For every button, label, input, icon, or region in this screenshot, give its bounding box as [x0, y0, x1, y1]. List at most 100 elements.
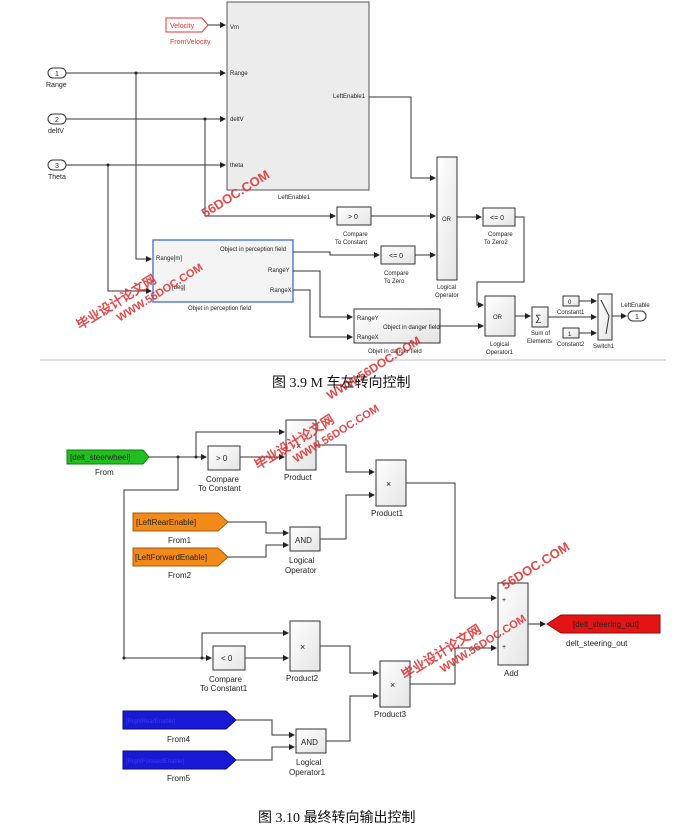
from5-label: From5	[167, 774, 191, 783]
fig2-compare-to-constant[interactable]: > 0 Compare To Constant	[198, 445, 241, 493]
fig2-cmp-const1-l2: To Constant1	[200, 684, 248, 693]
compare-to-zero-block[interactable]: <= 0 Compare To Zero	[380, 245, 416, 285]
port-left-enable1-out: LeftEnable1	[333, 94, 366, 100]
product1-block[interactable]: × Product1	[371, 459, 407, 518]
product3-label: Product3	[374, 710, 407, 719]
cmp-zero2-sym: <= 0	[490, 215, 504, 222]
constant2-block[interactable]: 1 Constant2	[557, 327, 585, 348]
danger-in-rangex: RangeX	[357, 335, 379, 341]
inport-theta[interactable]: 3 Theta	[47, 159, 67, 181]
and2-l2: Operator1	[289, 768, 326, 777]
from-tag-text: [delt_steerwheel]	[70, 453, 130, 462]
const2-label: Constant2	[557, 342, 585, 348]
or1-l2: Operator	[435, 293, 459, 299]
from1-left-rear-tag[interactable]: [LeftRearEnable] From1	[132, 512, 229, 545]
inport-deltv-label: deltV	[48, 128, 64, 135]
or2-l1: Logical	[490, 342, 509, 348]
left-enable1-subsystem[interactable]: Vm Range deltV theta LeftEnable1 LeftEna…	[226, 1, 370, 201]
and2-sym: AND	[301, 738, 318, 747]
perception-in-range: Range[m]	[156, 256, 182, 262]
compare-to-constant-block[interactable]: > 0 Compare To Constant	[335, 206, 372, 246]
sum-of-elements-block[interactable]: ∑ Sum of Elements	[527, 306, 552, 345]
fig2-wires	[122, 429, 546, 761]
from5-right-forward-tag[interactable]: [RightForwardEnable] From5	[122, 750, 237, 783]
from2-tag-text: [LeftForwardEnable]	[135, 553, 207, 562]
and1-l2: Operator	[285, 566, 317, 575]
from-steerwheel-tag[interactable]: [delt_steerwheel] From	[66, 449, 150, 477]
fig2-cmp-const-l1: Compare	[206, 475, 239, 484]
product-sym: ×	[296, 441, 301, 451]
from4-right-rear-tag[interactable]: [RightRearEnable] From4	[122, 710, 237, 744]
from2-left-forward-tag[interactable]: [LeftForwardEnable] From2	[132, 547, 229, 580]
goto-label: delt_steering_out	[566, 639, 628, 648]
port-vm: Vm	[230, 25, 239, 31]
product-block[interactable]: × Product	[284, 419, 317, 482]
or2-sym: OR	[493, 315, 503, 321]
perception-out-rangex: RangeX	[270, 288, 292, 294]
cmp-zero2-l2: To Zero2	[484, 240, 508, 246]
add-label: Add	[504, 669, 518, 678]
inport-deltv[interactable]: 2 deltV	[47, 113, 67, 135]
product-label: Product	[284, 473, 312, 482]
from4-tag-text: [RightRearEnable]	[126, 719, 175, 725]
fig2-cmp-const-l2: To Constant	[198, 484, 241, 493]
outport-num: 1	[635, 314, 639, 321]
product2-label: Product2	[286, 674, 319, 683]
from4-label: From4	[167, 735, 191, 744]
const2-val: 1	[568, 332, 572, 338]
from-velocity-label: FromVelocity	[170, 39, 211, 46]
goto-steering-out-tag[interactable]: [delt_steering_out] delt_steering_out	[546, 614, 661, 648]
outport-label: LeftEnable	[621, 303, 650, 309]
compare-to-zero2-block[interactable]: <= 0 Compare To Zero2	[482, 207, 516, 246]
perception-in-deg: [deg]	[172, 285, 186, 291]
sum-el-sym: ∑	[535, 313, 541, 323]
and-logical-operator[interactable]: AND Logical Operator	[285, 526, 321, 575]
inport-range[interactable]: 1 Range	[46, 67, 67, 89]
or2-l2: Operator1	[486, 350, 514, 356]
figure-1: Velocity FromVelocity 1 Range 2 deltV 3 …	[40, 1, 666, 361]
fig2-compare-to-constant1[interactable]: < 0 Compare To Constant1	[200, 645, 248, 693]
from2-label: From2	[168, 571, 192, 580]
from-label: From	[95, 468, 114, 477]
sum-el-l2: Elements	[527, 339, 552, 345]
or-logical-operator1[interactable]: OR Logical Operator1	[484, 295, 516, 356]
from-velocity-block[interactable]: Velocity FromVelocity	[165, 17, 211, 46]
inport-theta-num: 3	[55, 163, 59, 170]
product1-label: Product1	[371, 509, 404, 518]
and2-l1: Logical	[296, 758, 322, 767]
fig1-wires	[66, 22, 627, 340]
inport-theta-label: Theta	[48, 174, 66, 181]
perception-out-object: Object in perception field	[220, 247, 286, 253]
or-logical-operator[interactable]: OR Logical Operator	[435, 156, 459, 299]
left-enable1-name: LeftEnable1	[278, 195, 311, 201]
cmp-zero-l1: Compare	[384, 271, 409, 277]
fig2-cmp-const1-l1: Compare	[209, 675, 242, 684]
figure-1-caption: 图 3.9 M 车左转向控制	[272, 376, 411, 391]
and-logical-operator1[interactable]: AND Logical Operator1	[289, 728, 327, 777]
figure-2: [delt_steerwheel] From [LeftRearEnable] …	[66, 419, 661, 783]
product2-sym: ×	[300, 642, 305, 652]
fig2-cmp-const1-sym: < 0	[221, 654, 233, 663]
from1-tag-text: [LeftRearEnable]	[136, 518, 196, 527]
cmp-const-l2: To Constant	[335, 240, 367, 246]
const1-label: Constant1	[557, 310, 585, 316]
from1-label: From1	[168, 536, 192, 545]
switch1-block[interactable]: Switch1	[593, 293, 615, 350]
danger-in-rangey: RangeY	[357, 316, 379, 322]
perception-field-subsystem[interactable]: Range[m] [deg] Object in perception fiel…	[152, 239, 294, 312]
outport-left-enable[interactable]: 1 LeftEnable	[621, 303, 650, 322]
watermark-url-extra: WWW.56DOC.COM	[324, 333, 423, 402]
watermark-single-2: 56DOC.COM	[499, 539, 573, 593]
add-block[interactable]: + + Add	[497, 582, 529, 678]
and1-sym: AND	[295, 536, 312, 545]
product2-block[interactable]: × Product2	[286, 620, 321, 683]
constant1-block[interactable]: 0 Constant1	[557, 295, 585, 316]
add-plus2: +	[502, 644, 506, 651]
port-range: Range	[230, 71, 248, 77]
cmp-zero-sym: <= 0	[389, 253, 403, 260]
fig2-cmp-const-sym: > 0	[216, 454, 228, 463]
cmp-zero2-l1: Compare	[488, 232, 513, 238]
danger-name: Objet in danger field	[368, 349, 422, 355]
danger-out-object: Object in danger field	[383, 325, 440, 331]
